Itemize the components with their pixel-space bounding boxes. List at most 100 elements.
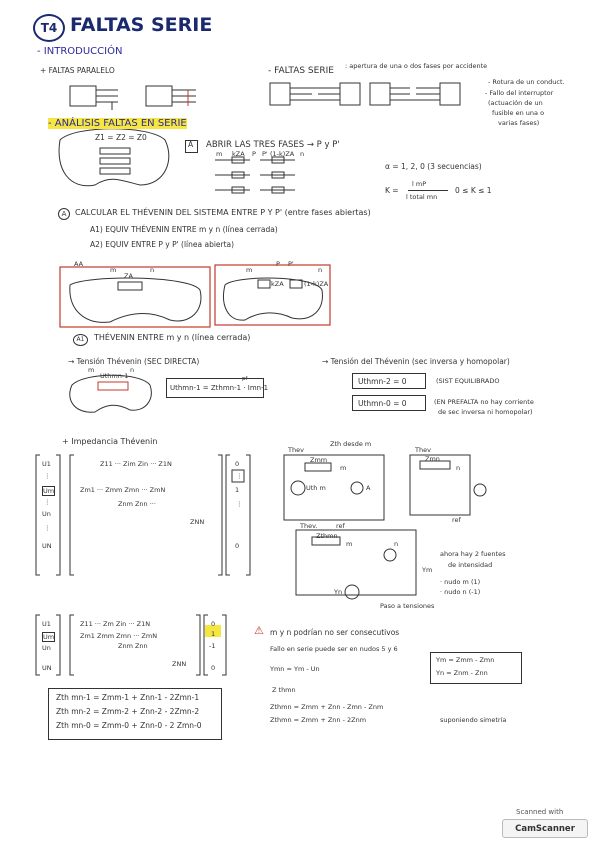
vec-u2-0: U1 xyxy=(42,620,51,628)
top-label-kza: kZA xyxy=(232,150,245,158)
vec-u-5: ⋮ xyxy=(44,524,51,532)
matrix2-row-0: Z11 ··· Zm Zin ··· Z1N xyxy=(80,620,151,628)
vec-i2-2: -1 xyxy=(209,642,216,650)
a2-line: A2) EQUIV ENTRE P y P' (línea abierta) xyxy=(90,240,235,249)
uth-inv-note: (SIST EQUILIBRADO xyxy=(436,377,500,385)
fig-label-n2: n xyxy=(318,266,323,274)
uthmn-end: Imn-1 xyxy=(247,384,269,392)
k-denominator: l total mn xyxy=(406,193,438,201)
circuit2-label-0: Thev. xyxy=(300,522,318,530)
fig-label-m2: m xyxy=(246,266,253,274)
vec-u2-2: Un xyxy=(42,644,51,652)
vec-i-4: 0 xyxy=(235,542,240,550)
top-label-m: m xyxy=(216,150,223,158)
fig-label-m1: m xyxy=(110,266,117,274)
cause-1: - Rotura de un conduct. xyxy=(488,78,565,86)
vec-i-1: ⋮ xyxy=(236,472,243,480)
vec-u2-1: Um xyxy=(42,632,56,642)
tension-inversa: → Tensión del Thévenin (sec inversa y ho… xyxy=(322,357,510,366)
circuit-label-5: A xyxy=(366,484,371,492)
summary-1: Zth mn-1 = Zmm-1 + Znn-1 - 2Zmn-1 xyxy=(56,693,200,702)
circuit-label-7: Thev xyxy=(415,446,431,454)
circuit-label-3: m xyxy=(340,464,347,472)
matrix-row-1: Zm1 ··· Zmm Zmn ··· ZmN xyxy=(80,486,166,494)
uth-hom-note2: de sec inversa ni homopolar) xyxy=(438,408,533,416)
impedance-equality: Z1 = Z2 = Z0 xyxy=(95,133,147,142)
k-range: 0 ≤ K ≤ 1 xyxy=(455,186,492,195)
vec-i2-3: 0 xyxy=(211,664,216,672)
circuit2-label-8: · nudo m (1) xyxy=(440,578,481,586)
fig-label-1kza: (1-k)ZA xyxy=(304,280,329,288)
ym-box: Ym = Zmm - Zmn xyxy=(436,656,495,664)
matrix-row-0: Z11 ··· Zim Zin ··· Z1N xyxy=(100,460,172,468)
vec-u-1: ⋮ xyxy=(44,472,51,480)
cause-3: (actuación de un xyxy=(488,99,543,107)
circuit-label-9: n xyxy=(456,464,461,472)
fallo-nudos: Fallo en serie puede ser en nudos 5 y 6 xyxy=(270,645,398,653)
fig-n-label: n xyxy=(130,366,135,374)
summary-2: Zth mn-2 = Zmm-2 + Znn-2 - 2Zmn-2 xyxy=(56,707,200,716)
circuit-label-6: ref xyxy=(336,522,345,530)
thevenin-title: CALCULAR EL THÉVENIN DEL SISTEMA ENTRE P… xyxy=(75,208,371,217)
cause-2: - Fallo del interruptor xyxy=(485,89,554,97)
circuit2-label-1: Zthmn xyxy=(316,532,338,540)
serie-definition: : apertura de una o dos fases por accide… xyxy=(345,62,488,70)
summary-3: Zth mn-0 = Zmm-0 + Znn-0 - 2 Zmn-0 xyxy=(56,721,202,730)
cause-4: fusible en una o xyxy=(492,109,545,117)
top-label-pp: P' xyxy=(262,150,268,158)
vec-u-6: UN xyxy=(42,542,52,550)
circuit-label-4: Uth m xyxy=(306,484,326,492)
fig-label-za: ZA xyxy=(124,272,133,280)
matrix2-row-1: Zm1 Zmm Zmn ··· ZmN xyxy=(80,632,158,640)
matrix2-row-3: ZNN xyxy=(172,660,187,668)
top-label-p: P xyxy=(252,150,256,158)
uthmn-formula: Uthmn-1 = Zthmn-1 · Imn-1 xyxy=(170,384,268,392)
circuit2-label-7: de intensidad xyxy=(448,561,493,569)
cause-5: varias fases) xyxy=(498,119,540,127)
circuit2-label-9: · nudo n (-1) xyxy=(440,588,481,596)
thev-mn-title: THÉVENIN ENTRE m y n (línea cerrada) xyxy=(94,333,251,342)
fig-label-n1: n xyxy=(150,266,155,274)
zthmn-eq1: Zthmn = Zmm + Znn - Zmn - Znm xyxy=(270,703,384,711)
vec-i2-1: 1 xyxy=(211,630,216,638)
abrir-fases: ABRIR LAS TRES FASES → P y P' xyxy=(206,140,340,150)
uthmn-sup: pf xyxy=(242,376,248,382)
circuit2-label-10: Paso a tensiones xyxy=(380,602,435,610)
circuit-label-8: Zmn xyxy=(425,455,440,463)
circuit-label-1: Thev xyxy=(288,446,304,454)
circuit-label-10: ref xyxy=(452,516,461,524)
serie-label: - FALTAS SERIE xyxy=(268,66,334,76)
step-a-circle: A xyxy=(58,208,70,220)
intro-heading: - INTRODUCCIÓN xyxy=(37,46,123,57)
vec-u-3: ⋮ xyxy=(44,498,51,506)
fig-label-p: P xyxy=(276,260,280,268)
k-label: K = xyxy=(385,186,399,195)
ymn-eq: Ymn = Ym - Un xyxy=(270,665,320,673)
step-a1-circle: A1 xyxy=(73,334,88,346)
uth-inv-eq: Uthmn-2 = 0 xyxy=(358,377,407,386)
a1-line: A1) EQUIV THÉVENIN ENTRE m y n (línea ce… xyxy=(90,225,278,234)
vec-u-0: U1 xyxy=(42,460,51,468)
circuit2-label-3: n xyxy=(394,540,399,548)
page-title: FALTAS SERIE xyxy=(70,14,213,36)
topic-badge: T4 xyxy=(33,14,65,42)
circuit2-label-6: ahora hay 2 fuentes xyxy=(440,550,506,558)
matrix2-row-2: Znm Znn xyxy=(118,642,148,650)
zthmn-eq2: Zthmn = Zmm + Znn - 2Znm xyxy=(270,716,367,724)
top-label-n: n xyxy=(300,150,305,158)
circuit-label-0: Zth desde m xyxy=(330,440,372,448)
warning-icon: ⚠ xyxy=(254,624,264,637)
tension-directa: → Tensión Thévenin (SEC DIRECTA) xyxy=(68,357,200,366)
warning-text: m y n podrían no ser consecutivos xyxy=(270,628,400,637)
fig-uth-label: Uthmn-1 xyxy=(100,372,129,380)
vec-i-2: 1 xyxy=(235,486,240,494)
impedancia-heading: + Impedancia Thévenin xyxy=(62,437,158,446)
uth-hom-note1: (EN PREFALTA no hay corriente xyxy=(434,398,534,406)
step-a-marker: A xyxy=(188,140,194,149)
circuit2-label-5: Yn xyxy=(334,588,343,596)
analisis-heading: - ANÁLISIS FALTAS EN SERIE xyxy=(48,118,187,129)
vec-u-2: Um xyxy=(42,486,56,496)
circuit2-label-4: Ym xyxy=(422,566,433,574)
